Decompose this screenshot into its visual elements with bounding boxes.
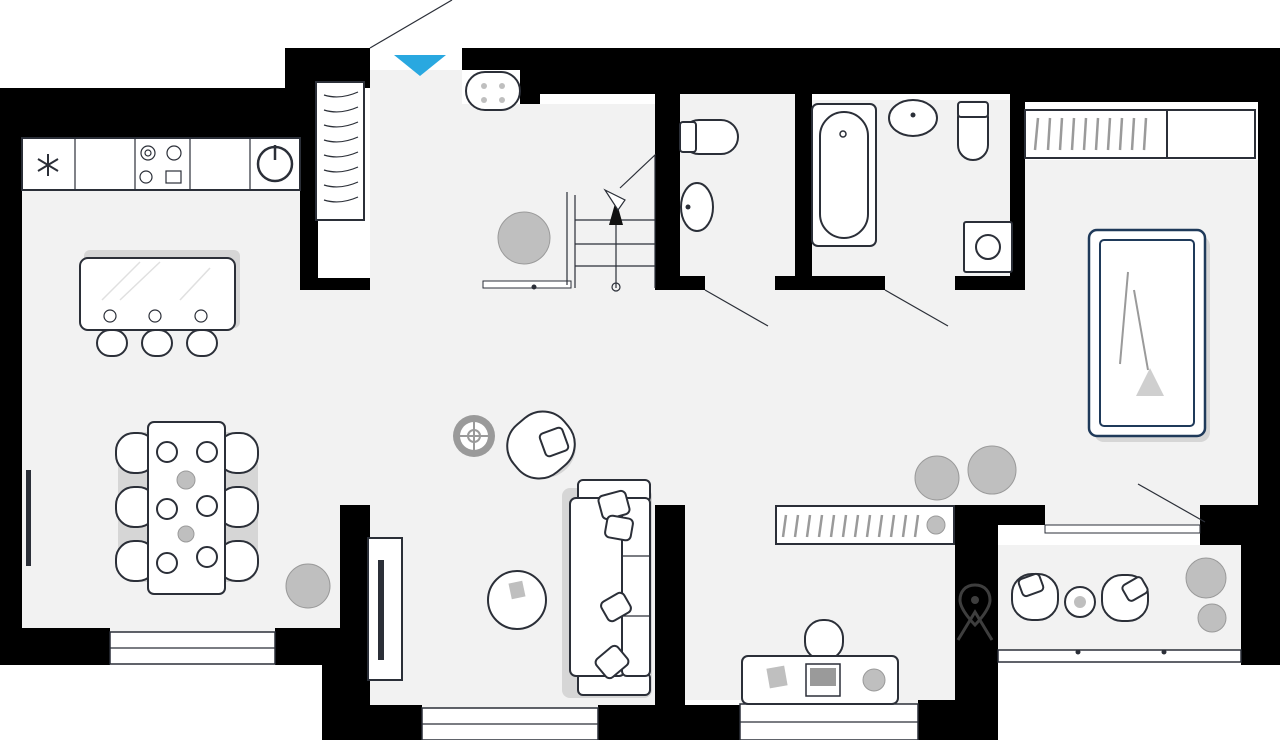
ottoman — [465, 71, 521, 111]
game-room — [914, 109, 1256, 501]
plant — [967, 445, 1017, 495]
tv-unit — [367, 537, 403, 681]
sofa — [562, 479, 652, 698]
armchair — [1101, 574, 1149, 622]
wc — [679, 119, 739, 232]
hall — [315, 71, 656, 292]
shoe-rack — [315, 81, 365, 221]
windows — [109, 524, 1242, 740]
bar-stools — [96, 309, 218, 357]
cooktop — [139, 145, 182, 184]
bookshelf — [775, 505, 955, 545]
floor-lamp — [453, 415, 495, 457]
staircase — [482, 153, 656, 292]
kitchen — [21, 137, 331, 609]
plant — [497, 211, 551, 265]
dining-table — [115, 421, 259, 595]
bathroom — [811, 99, 1013, 273]
kitchen-island — [79, 257, 236, 331]
tv-stand — [26, 470, 31, 566]
plant — [285, 563, 331, 609]
location-pin-icon — [956, 583, 994, 641]
power-button-icon — [256, 145, 294, 183]
armchair — [506, 410, 576, 480]
study — [741, 505, 955, 705]
living-room — [367, 410, 652, 698]
walls — [0, 48, 1280, 740]
desk — [741, 619, 899, 705]
balcony — [1011, 557, 1227, 633]
floor-areas — [22, 70, 1258, 710]
coffee-table — [487, 570, 547, 630]
sink — [888, 99, 938, 137]
plant — [1185, 557, 1227, 599]
plant — [1197, 603, 1227, 633]
armchair — [1011, 572, 1059, 621]
sink — [680, 182, 714, 232]
plant — [914, 455, 960, 501]
door-lines — [369, 0, 1206, 523]
triangle-down-icon — [394, 55, 446, 76]
snowflake-icon — [37, 154, 59, 176]
